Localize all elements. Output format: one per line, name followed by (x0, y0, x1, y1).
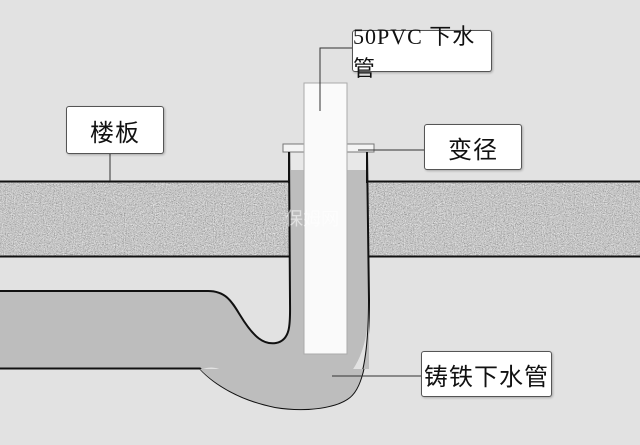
watermark: 保姆网 (285, 209, 339, 230)
label-reducer: 变径 (424, 124, 522, 170)
label-floor-slab: 楼板 (66, 106, 164, 154)
floor-slab (0, 180, 640, 258)
label-cast-iron-pipe-text: 铸铁下水管 (424, 362, 549, 391)
label-pvc-pipe-text: 50PVC 下水管 (353, 24, 476, 81)
label-pvc-pipe: 50PVC 下水管 (352, 24, 492, 81)
label-cast-iron-pipe: 铸铁下水管 (421, 351, 552, 397)
pvc-pipe (303, 82, 348, 355)
label-floor-slab-text: 楼板 (90, 118, 140, 147)
label-reducer-text: 变径 (448, 135, 498, 164)
pvc-leader-line (319, 47, 352, 111)
